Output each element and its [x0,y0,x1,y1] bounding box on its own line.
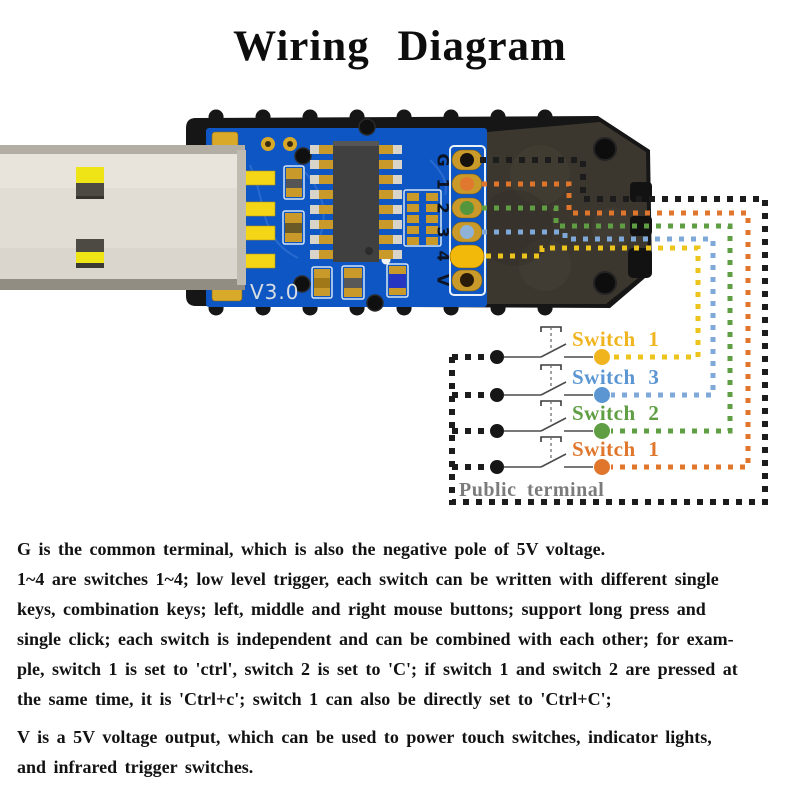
wire-common-ground [449,157,768,505]
screw [294,147,312,165]
wire-pin1-orange [482,181,751,470]
switch-row-1: Switch 1 [490,326,659,365]
switch-label: Switch 1 [572,437,659,461]
switch-terminal-dot [594,423,610,439]
pin-G: G [434,149,483,171]
pin-1: 1 [434,173,483,195]
pin-label: V [434,274,453,287]
passive-components [282,165,409,300]
switch-label: Switch 3 [572,365,659,389]
screw-boss [593,137,617,161]
pin-label: 3 [434,226,453,237]
screw-boss [593,271,617,295]
switch-rows: Switch 1 Switch 3 Switch 2 [490,326,659,475]
wiring-diagram: V3.0 G 1 2 [0,109,768,505]
chip [310,141,402,262]
wire-pin3-blue [482,229,716,398]
switch-terminal-dot [594,459,610,475]
screw [358,118,376,136]
switch-label: Switch 2 [572,401,659,425]
pin-label: 1 [434,178,453,189]
note-line: the same time, it is 'Ctrl+c'; switch 1 … [17,689,612,709]
note-line: single click; each switch is independent… [17,629,734,649]
footprint-pads [403,189,442,247]
pin-4: 4 [434,244,485,269]
switch-row-2: Switch 3 [490,364,659,403]
note-line: ple, switch 1 is set to 'ctrl', switch 2… [17,659,738,679]
usb-contact-fingers [242,170,276,269]
pin-label: G [434,153,453,166]
switch-terminal-dot [594,349,610,365]
pin-label: 4 [434,250,453,261]
wire-pin2-green [482,205,733,434]
note-line: G is the common terminal, which is also … [17,539,606,559]
switch-label: Switch 1 [572,327,659,351]
pin-header: G 1 2 3 4 [434,145,486,296]
pcb: V3.0 G 1 2 [206,118,487,312]
usb-window-bottom [76,239,104,268]
public-terminal-label: Public terminal [459,479,604,501]
usb-device-photo: V3.0 G 1 2 [0,109,652,316]
wire-common-stubs [452,354,489,470]
notes: G is the common terminal, which is also … [17,534,783,782]
usb-window-top [76,167,104,199]
note-line: keys, combination keys; left, middle and… [17,599,706,619]
switch-row-3: Switch 2 [490,400,659,439]
wires [449,157,768,505]
switch-row-4: Switch 1 [490,436,659,475]
switch-terminal-dot [594,387,610,403]
usb-connector [0,145,246,290]
page-title: Wiring Diagram [233,23,567,70]
pin-label: 2 [434,202,453,213]
pcb-version-label: V3.0 [250,280,300,304]
screw [293,275,311,293]
note-line: and infrared trigger switches. [17,757,254,777]
pin-V: V [434,269,483,292]
screw [366,294,384,312]
note-line: V is a 5V voltage output, which can be u… [17,727,712,747]
note-line: 1~4 are switches 1~4; low level trigger,… [17,569,719,589]
pin-3: 3 [434,221,483,243]
